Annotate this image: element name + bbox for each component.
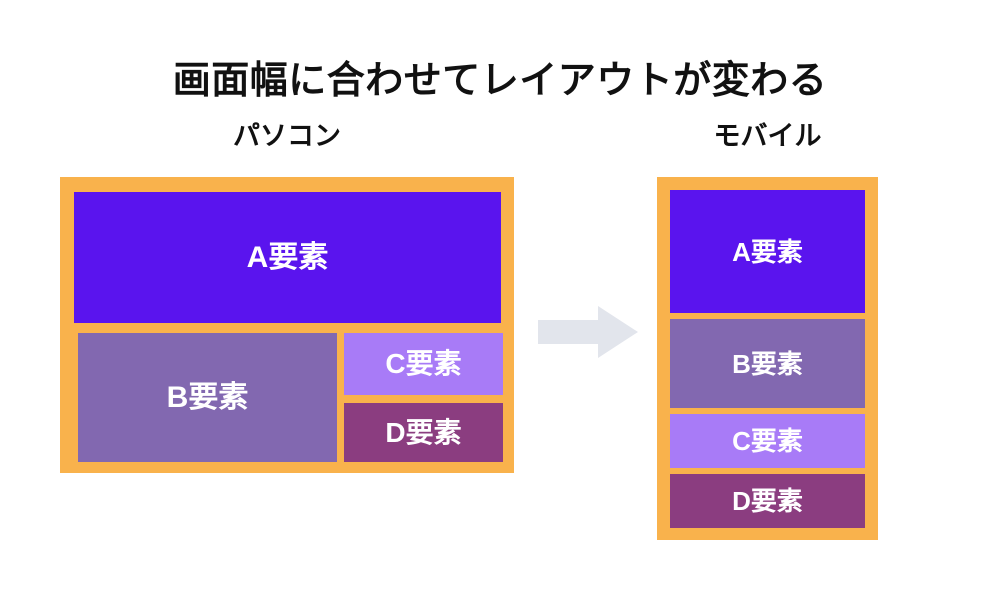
desktop-block-b: B要素 (78, 333, 337, 462)
desktop-block-c: C要素 (344, 333, 503, 395)
mobile-block-a: A要素 (670, 190, 865, 313)
arrow-right-icon (538, 306, 638, 358)
desktop-caption: パソコン (233, 121, 341, 151)
diagram-title: 画面幅に合わせてレイアウトが変わる (172, 60, 828, 102)
mobile-layout-frame: A要素 B要素 C要素 D要素 (657, 177, 878, 540)
mobile-caption: モバイル (713, 121, 822, 151)
desktop-block-a: A要素 (74, 192, 501, 323)
mobile-block-d: D要素 (670, 474, 865, 528)
mobile-block-c: C要素 (670, 414, 865, 468)
desktop-layout-frame: A要素 B要素 C要素 D要素 (60, 177, 514, 473)
desktop-block-d: D要素 (344, 403, 503, 462)
arrow-right-shape (538, 306, 638, 358)
mobile-block-b: B要素 (670, 319, 865, 408)
